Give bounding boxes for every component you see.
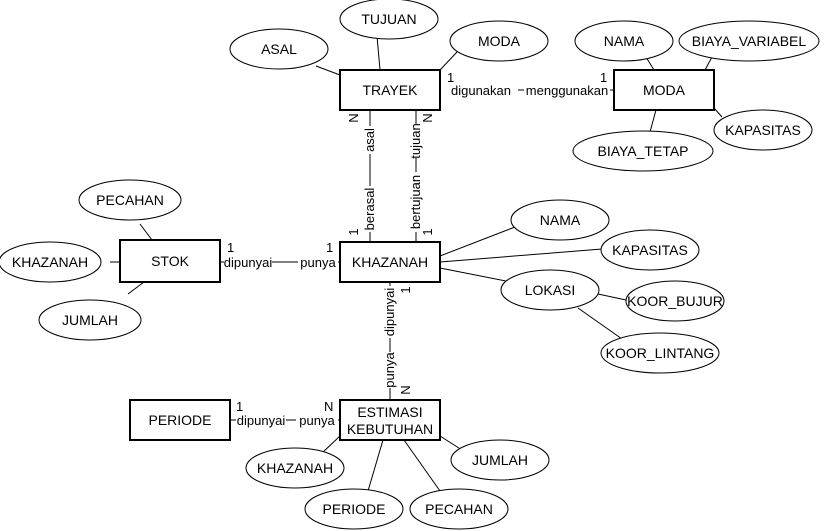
entity-stok: STOK xyxy=(119,239,221,283)
attr-khazanah-nama-shape xyxy=(510,199,610,241)
card-khazanah-est-top: 1 xyxy=(398,286,413,293)
attr-khazanah-lokasi: LOKASI xyxy=(525,282,576,298)
card-trayek-moda-left: 1 xyxy=(447,70,454,85)
attr-stok-khazanah-shape xyxy=(0,241,102,283)
line-moda-nama xyxy=(645,56,655,71)
rel-khazanah-est-top: dipunyai xyxy=(382,288,397,337)
card-trayek-moda-right: 1 xyxy=(600,70,607,85)
attr-moda-kapasitas-shape xyxy=(713,109,813,151)
rel-khazanah-est-bottom: punya xyxy=(382,352,397,388)
rel-trayek-moda-left: digunakan xyxy=(451,83,511,98)
attr-moda-kapasitas: KAPASITAS xyxy=(725,122,801,138)
card-asal-bottom: 1 xyxy=(346,228,361,235)
line-moda-biaya-tetap xyxy=(649,109,657,133)
line-khazanah-lokasi xyxy=(439,267,517,284)
attr-lokasi-koor-bujur: KOOR_BUJUR xyxy=(627,293,723,309)
line-khazanah-nama xyxy=(439,226,516,257)
line-lokasi-koor-bujur xyxy=(597,293,627,301)
attr-moda-biaya-tetap: BIAYA_TETAP xyxy=(597,143,688,159)
entity-moda-label: MODA xyxy=(643,82,686,98)
attr-est-pecahan: PECAHAN xyxy=(425,501,493,517)
rel-trayek-moda-right: menggunakan xyxy=(526,83,608,98)
line-khazanah-kapasitas xyxy=(439,248,603,263)
entity-khazanah-label: KHAZANAH xyxy=(352,254,428,270)
entity-stok-label: STOK xyxy=(151,253,190,269)
line-stok-pecahan xyxy=(139,223,153,241)
card-asal-top: N xyxy=(346,113,361,122)
rel-stok-khazanah-left: dipunyai xyxy=(224,255,273,270)
attr-est-periode: PERIODE xyxy=(322,501,385,517)
attr-trayek-asal: ASAL xyxy=(261,41,297,57)
attr-stok-jumlah-shape xyxy=(38,299,142,341)
attr-stok-pecahan-shape xyxy=(78,179,182,221)
attr-est-periode-shape xyxy=(304,488,404,530)
attr-moda-biaya-variabel-shape xyxy=(678,20,820,62)
attr-stok-jumlah: JUMLAH xyxy=(62,312,118,328)
attr-moda-nama: NAMA xyxy=(604,33,645,49)
attr-khazanah-kapasitas: KAPASITAS xyxy=(612,242,688,258)
entities: TRAYEK MODA STOK KHAZANAH PERIODE ESTIMA… xyxy=(119,69,715,441)
rel-tujuan-top: tujuan xyxy=(408,123,423,158)
attr-est-jumlah: JUMLAH xyxy=(472,452,528,468)
entity-estimasi-label-line1: ESTIMASI xyxy=(357,404,422,420)
entity-estimasi-label-line2: KEBUTUHAN xyxy=(347,421,433,437)
attr-khazanah-lokasi-shape xyxy=(500,269,600,311)
line-trayek-moda xyxy=(439,51,458,71)
line-est-khazanah xyxy=(321,435,341,454)
line-est-periode xyxy=(367,439,384,492)
relationship-labels: digunakan menggunakan 1 1 asal berasal N… xyxy=(224,70,610,429)
rel-stok-khazanah-right: punya xyxy=(300,255,336,270)
rel-asal-bottom: berasal xyxy=(362,188,377,231)
card-periode-est-right: N xyxy=(324,399,333,414)
entity-khazanah: KHAZANAH xyxy=(339,241,441,283)
rel-periode-est-left: dipunyai xyxy=(237,413,286,428)
line-moda-biaya-variabel xyxy=(704,56,713,71)
attr-stok-pecahan: PECAHAN xyxy=(96,192,164,208)
attr-khazanah-kapasitas-shape xyxy=(600,229,700,271)
line-est-pecahan xyxy=(403,439,441,492)
attr-est-khazanah: KHAZANAH xyxy=(257,460,333,476)
rel-periode-est-right: punya xyxy=(299,413,335,428)
attr-moda-biaya-variabel: BIAYA_VARIABEL xyxy=(692,33,807,49)
attr-moda-nama-shape xyxy=(574,20,674,62)
line-est-jumlah xyxy=(439,435,463,451)
entity-trayek: TRAYEK xyxy=(339,69,441,111)
attr-lokasi-koor-lintang: KOOR_LINTANG xyxy=(606,345,715,361)
attr-est-pecahan-shape xyxy=(409,488,509,530)
attr-est-khazanah-shape xyxy=(245,447,345,489)
entity-periode: PERIODE xyxy=(129,399,231,441)
entity-estimasi-kebutuhan: ESTIMASI KEBUTUHAN xyxy=(339,399,441,441)
card-tujuan-bottom: 1 xyxy=(420,228,435,235)
card-khazanah-est-bottom: N xyxy=(398,385,413,394)
attr-lokasi-koor-bujur-shape xyxy=(625,280,725,322)
attr-est-jumlah-shape xyxy=(450,439,550,481)
entity-trayek-label: TRAYEK xyxy=(363,82,419,98)
attr-trayek-moda-shape xyxy=(449,20,549,62)
card-stok-khazanah-right: 1 xyxy=(326,240,333,255)
attr-trayek-asal-shape xyxy=(229,28,329,70)
card-tujuan-top: N xyxy=(420,113,435,122)
rel-tujuan-bottom: bertujuan xyxy=(408,175,423,229)
attr-trayek-tujuan-shape xyxy=(339,0,439,40)
attr-trayek-moda: MODA xyxy=(478,33,521,49)
attr-stok-khazanah: KHAZANAH xyxy=(12,254,88,270)
entity-periode-label: PERIODE xyxy=(148,412,211,428)
attr-trayek-tujuan: TUJUAN xyxy=(361,11,416,27)
rel-asal-top: asal xyxy=(362,128,377,152)
attr-khazanah-nama: NAMA xyxy=(540,212,581,228)
line-moda-kapasitas xyxy=(713,107,723,118)
card-stok-khazanah-left: 1 xyxy=(227,240,234,255)
attr-moda-biaya-tetap-shape xyxy=(572,130,714,172)
attr-lokasi-koor-lintang-shape xyxy=(600,332,720,374)
line-trayek-tujuan xyxy=(376,35,381,71)
entity-moda: MODA xyxy=(613,69,715,111)
line-stok-jumlah xyxy=(127,281,145,295)
attribute-labels: ASAL TUJUAN MODA NAMA BIAYA_VARIABEL KAP… xyxy=(12,11,807,517)
line-trayek-asal xyxy=(315,65,341,76)
card-periode-est-left: 1 xyxy=(236,399,243,414)
